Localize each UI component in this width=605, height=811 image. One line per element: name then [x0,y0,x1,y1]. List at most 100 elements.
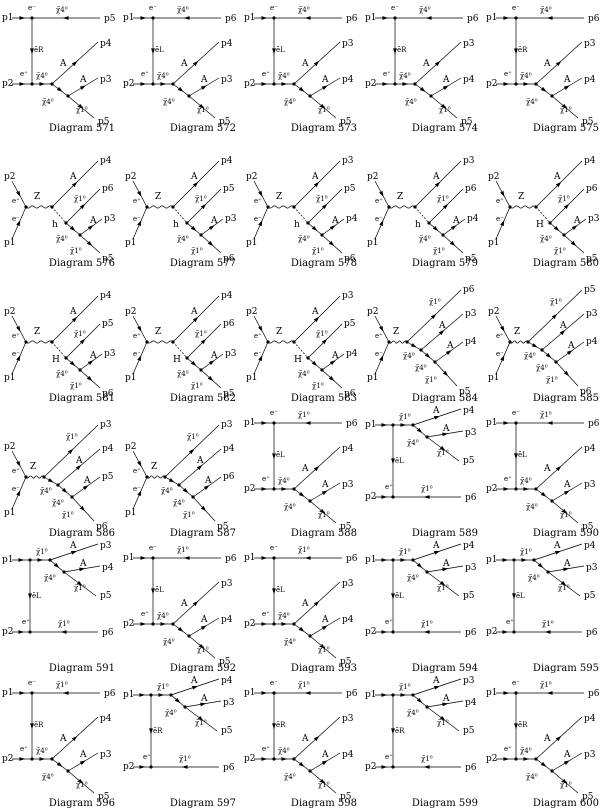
arrow-marker [62,16,69,20]
outgoing-label: p3 [463,676,475,686]
outgoing-label: p4 [342,444,354,454]
arrow-marker [555,181,562,188]
incoming-p1-label: p1 [2,555,14,565]
outgoing-label: p5 [340,792,352,802]
higgs-A-label: A [543,734,551,744]
positron-label: e⁺ [262,745,270,753]
arrow-marker [16,355,21,362]
arrow-marker [86,240,93,247]
z-boson-line [388,205,416,209]
higgs-A-label: A [432,676,440,686]
selectron-label: ẽR [518,46,528,54]
neutralino-label: χ̃4⁰ [520,476,532,485]
positron-label: e⁺ [385,483,393,491]
incoming-p2-label: p2 [244,484,256,494]
neutralino-label: χ̃4⁰ [407,708,419,717]
arrow-marker [298,761,305,767]
arrow-marker [400,558,407,562]
arrow-marker [540,761,547,767]
arrow-marker [313,465,320,472]
outgoing-label: p3 [463,156,475,166]
incoming-p2-label: p2 [123,79,135,89]
higgs-line [535,206,551,224]
neutralino-label: χ̃4⁰ [56,369,68,378]
neutralino-label: χ̃1⁰ [179,754,191,763]
diagram-caption: Diagram 596 [48,798,115,809]
neutralino-label: χ̃4⁰ [405,97,417,106]
neutralino-label: χ̃1⁰ [312,381,324,390]
outgoing-label: p3 [221,579,233,589]
arrow-marker [514,723,518,730]
outgoing-label: p5 [344,184,356,194]
arrow-marker [192,60,199,67]
selectron-label: ẽL [276,451,285,459]
arrow-marker [523,757,530,761]
higgs-A-label: A [563,480,571,490]
neutralino-label: χ̃4⁰ [526,772,538,781]
neutralino-label: χ̃1⁰ [195,718,207,727]
arrow-marker [69,360,76,367]
arrow-marker [192,600,199,607]
outgoing-label: p4 [346,214,358,224]
z-boson-label: Z [276,327,282,337]
arrow-marker [47,478,54,483]
outgoing-label: p6 [465,493,477,503]
z-boson-line [509,205,537,209]
incoming-p1-label: p1 [367,373,379,383]
higgs-A-label: A [89,351,97,361]
outgoing-label: p6 [346,689,358,699]
outgoing-label: p3 [225,349,237,359]
outgoing-label: p3 [104,214,116,224]
electron-label: e⁻ [12,215,20,223]
incoming-p2-label: p2 [367,307,379,317]
arrow-marker [77,778,84,785]
neutralino-label: χ̃4⁰ [419,234,431,243]
higgs-label: h [52,220,58,230]
arrow-marker [71,316,78,323]
arrow-marker [39,82,46,86]
outgoing-label: p4 [221,615,233,625]
selectron-label: ẽR [276,721,286,729]
neutralino-label: χ̃4⁰ [278,611,290,620]
arrow-marker [442,567,449,572]
arrow-marker [379,355,384,362]
arrow-marker [258,220,263,227]
neutralino-label: χ̃1⁰ [439,105,451,114]
neutralino-label: χ̃1⁰ [74,329,86,338]
outgoing-label: p3 [342,39,354,49]
neutralino-label: χ̃1⁰ [74,583,86,592]
arrow-marker [160,622,167,626]
selectron-label: ẽR [34,46,44,54]
neutralino-label: χ̃4⁰ [165,708,177,717]
arrow-marker [16,490,21,497]
z-boson-label: Z [155,192,161,202]
arrow-marker [37,558,44,562]
electron-label: e⁻ [133,485,141,493]
neutralino-label: χ̃4⁰ [520,746,532,755]
outgoing-label: p5 [102,472,114,482]
arrow-marker [196,464,203,471]
arrow-marker [139,693,146,697]
arrow-marker [393,48,397,55]
neutralino-label: χ̃1⁰ [399,547,411,556]
arrow-marker [200,702,207,707]
positron-label: e⁺ [385,753,393,761]
arrow-marker [16,460,21,467]
outgoing-label: p3 [342,156,354,166]
neutralino-label: χ̃1⁰ [542,619,554,628]
outgoing-label: p3 [221,420,233,430]
arrow-marker [500,190,505,197]
incoming-p2-label: p2 [486,627,498,637]
